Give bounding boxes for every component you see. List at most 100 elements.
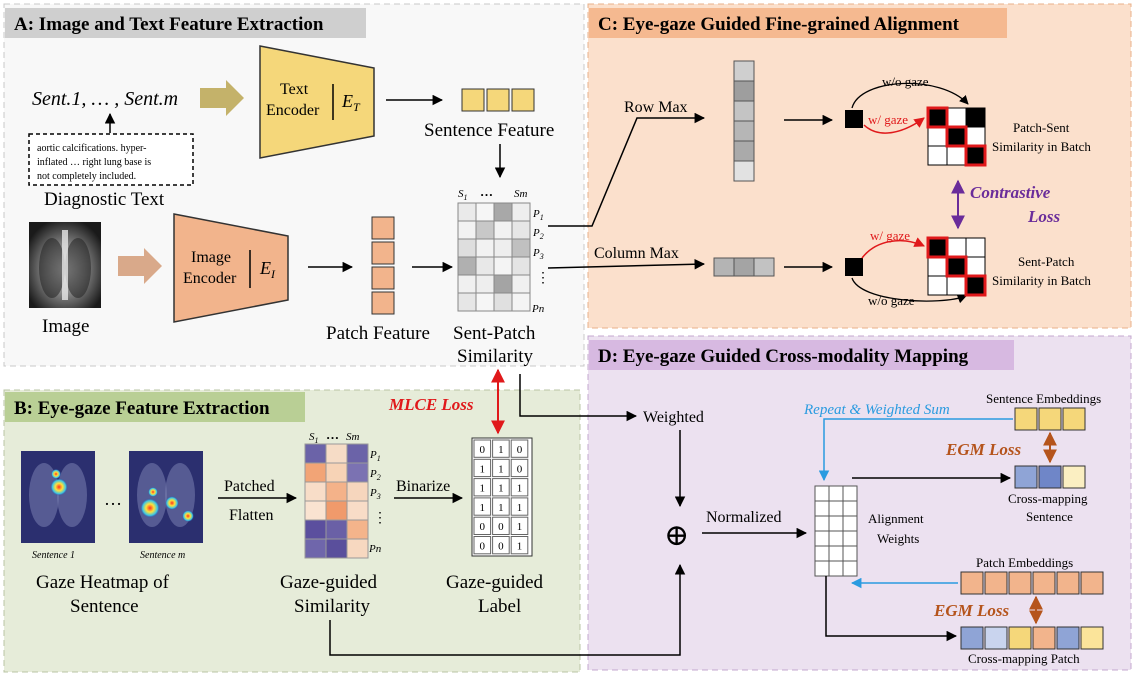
patch-sent-black-square [845, 110, 863, 128]
patch-embeddings-label: Patch Embeddings [976, 555, 1073, 570]
gaze-similarity-grid [304, 443, 369, 559]
sim-row-dots: ⋮ [536, 271, 550, 286]
sent-patch-caption-line1: Sent-Patch [453, 323, 536, 344]
text-encoder-symbol: ET [341, 91, 361, 114]
heatmap-1-label: Sentence 1 [32, 550, 75, 561]
flatten-label: Flatten [229, 507, 273, 524]
gaze-label-value: 1 [480, 502, 486, 514]
alignment-weight-cell [814, 530, 830, 547]
gaze-label-value: 1 [498, 502, 504, 514]
batch-cell [927, 237, 948, 258]
gaze-sim-row-3: P3 [369, 487, 381, 501]
gaze-label-value: 0 [517, 463, 523, 475]
gaze-heatmap-1 [21, 451, 95, 543]
plus-operator: ⊕ [664, 519, 689, 552]
weights-to-cross-patch-line [825, 576, 958, 642]
alignment-weight-cell [842, 515, 858, 532]
patch-sent-wo-gaze: w/o gaze [882, 74, 929, 89]
image-arrow-big [118, 248, 162, 284]
alignment-weight-cell [842, 530, 858, 547]
sent-patch-w-gaze-curve [861, 237, 925, 259]
sentence-embedding-squares [1014, 407, 1086, 431]
normalized-label: Normalized [706, 509, 782, 526]
gaze-label-cell [510, 516, 529, 536]
sim-row-1: P1 [532, 208, 544, 222]
sim-col-first: S1 [458, 188, 468, 202]
report-line-3: not completely included. [37, 171, 136, 182]
sent-patch-w-gaze: w/ gaze [870, 228, 910, 243]
gaze-label-cell [492, 458, 510, 478]
patch-embedding-squares [960, 571, 1104, 595]
batch-highlight [964, 274, 987, 297]
text-encoder-block [259, 45, 375, 159]
patch-sent-caption-2: Similarity in Batch [992, 139, 1091, 154]
gaze-label-value: 0 [480, 521, 486, 533]
gaze-label-cell [473, 458, 492, 478]
gaze-label-cell [492, 497, 510, 516]
text-arrow-big [200, 80, 244, 116]
batch-highlight [926, 106, 949, 129]
sim-row-3: P3 [532, 247, 544, 261]
image-encoder-line1: Image [191, 249, 231, 266]
repeat-weighted-sum: Repeat & Weighted Sum [803, 402, 950, 418]
batch-cell [946, 126, 967, 147]
gaze-sim-row-dots: ⋮ [373, 511, 387, 526]
panel-d-title-box [589, 340, 1014, 370]
contrastive-loss-line1: Contrastive [970, 183, 1051, 202]
gaze-label-cell [492, 439, 510, 458]
gaze-label-cell [510, 536, 529, 555]
alignment-weight-cell [828, 530, 844, 547]
gaze-sim-row-2: P2 [369, 468, 381, 482]
patch-feature-caption: Patch Feature [326, 323, 430, 344]
text-encoder-line1: Text [280, 81, 309, 98]
patch-sent-wo-gaze-curve [851, 82, 969, 109]
sent-patch-batch-matrix [926, 236, 987, 297]
gaze-label-value: 1 [498, 444, 504, 456]
row-max-vector [733, 60, 755, 182]
batch-cell [927, 145, 948, 166]
cross-sentence-line2: Sentence [1026, 509, 1073, 524]
batch-highlight [945, 255, 968, 278]
gaze-label-cell [510, 478, 529, 497]
batch-cell [927, 126, 948, 147]
batch-cell [965, 145, 986, 166]
batch-cell [927, 275, 948, 296]
batch-cell [965, 237, 986, 258]
sim-to-rowmax-line [548, 112, 706, 227]
alignment-weight-cell [842, 560, 858, 577]
alignment-weight-cell [814, 560, 830, 577]
panel-b-title-box [5, 392, 305, 422]
gaze-label-value: 0 [480, 541, 486, 553]
batch-cell [946, 256, 967, 277]
alignment-weights-line1: Alignment [868, 511, 924, 526]
sent-patch-wo-gaze-curve [851, 277, 967, 304]
report-line-1: aortic calcifications. hyper- [37, 143, 146, 154]
report-box [28, 133, 194, 186]
panel-a-title-box [5, 8, 366, 38]
sim-to-colmax-line [547, 258, 706, 270]
gaze-sim-col-first: S1 [309, 431, 319, 445]
batch-cell [965, 107, 986, 128]
batch-cell [946, 275, 967, 296]
gaze-similarity-caption-line1: Gaze-guided [280, 572, 378, 593]
sent-patch-wo-gaze: w/o gaze [868, 293, 915, 308]
patch-feature-squares [371, 216, 395, 315]
gaze-similarity-caption-line2: Similarity [294, 596, 371, 617]
image-encoder-line2: Encoder [183, 270, 237, 287]
patch-sent-w-gaze-curve [863, 117, 925, 134]
panel-c-title-box [589, 8, 1007, 38]
sent-patch-caption-2: Similarity in Batch [992, 273, 1091, 288]
gaze-label-value: 1 [480, 463, 486, 475]
sentences-label: Sent.1, … , Sent.m [32, 88, 178, 110]
alignment-weight-cell [814, 500, 830, 517]
egm-loss-bottom: EGM Loss [933, 601, 1009, 620]
batch-cell [946, 145, 967, 166]
report-line-2: inflated … right lung base is [37, 157, 151, 168]
alignment-weight-cell [828, 485, 844, 502]
sim-to-weighted-line [519, 374, 638, 422]
gaze-sim-col-dots: … [326, 427, 339, 442]
batch-cell [946, 237, 967, 258]
alignment-weight-cell [814, 485, 830, 502]
gaze-sim-row-1: P1 [369, 449, 381, 463]
alignment-weight-cell [842, 500, 858, 517]
